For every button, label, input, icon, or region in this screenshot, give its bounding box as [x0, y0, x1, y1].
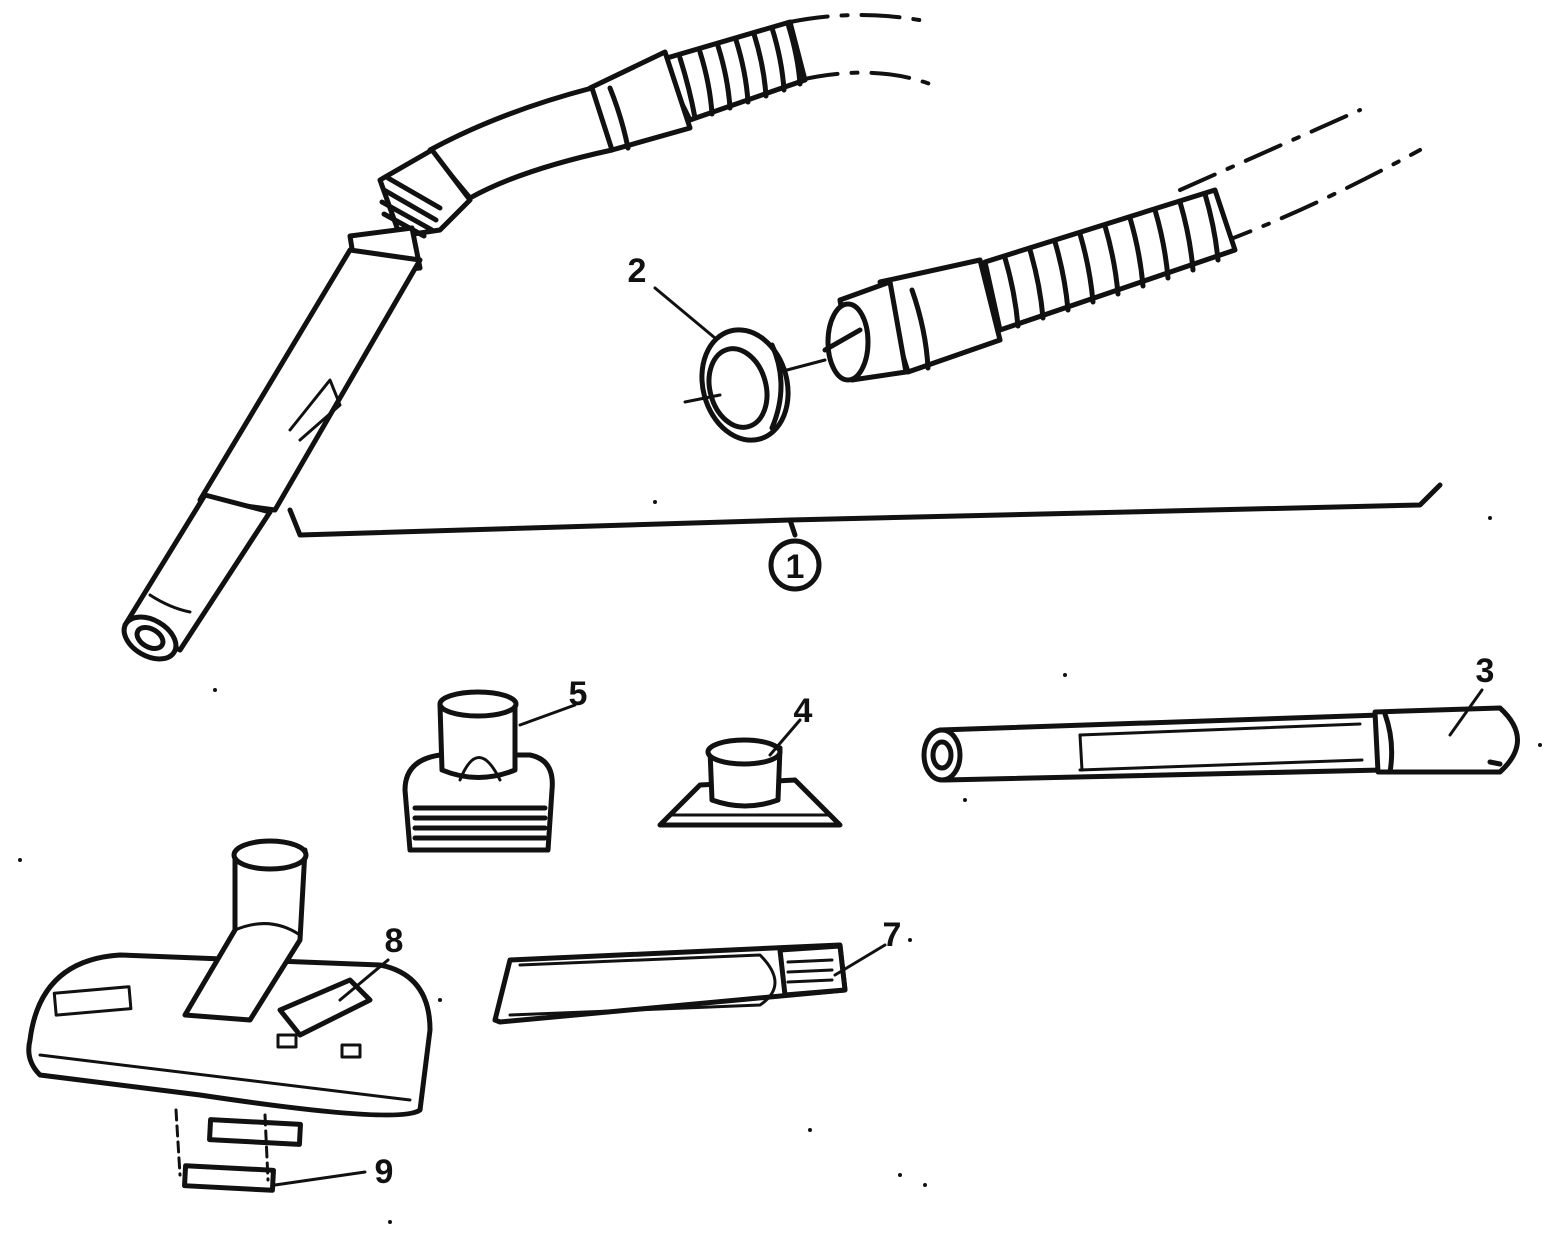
- dusting-brush-part: [402, 689, 555, 853]
- hose-handle-part: [121, 13, 942, 662]
- callout-7: 7: [883, 916, 902, 954]
- floor-nozzle-part: [26, 838, 433, 1193]
- upholstery-nozzle-part: [657, 737, 843, 828]
- hose-machine-end-part: [822, 108, 1422, 383]
- callout-9: 9: [375, 1153, 394, 1191]
- callout-5: 5: [569, 675, 588, 713]
- leader-3: [1448, 688, 1484, 737]
- leader-7: [833, 943, 887, 977]
- leader-4: [768, 718, 802, 757]
- speckles: [18, 500, 1542, 1224]
- bracket-1: [287, 482, 1443, 538]
- leader-8: [338, 958, 390, 1002]
- callout-3: 3: [1476, 652, 1495, 690]
- callout-1: 1: [786, 548, 805, 586]
- crevice-tool-part: [492, 942, 848, 1025]
- leader-9: [273, 1170, 367, 1187]
- callout-8: 8: [385, 922, 404, 960]
- callout-4: 4: [794, 692, 813, 730]
- callout-2: 2: [628, 252, 647, 290]
- callout-1-circle: [768, 538, 822, 592]
- leader-5: [518, 703, 577, 727]
- ring-part: [683, 327, 827, 443]
- extension-wand-part: [921, 705, 1520, 783]
- leader-2: [653, 286, 717, 340]
